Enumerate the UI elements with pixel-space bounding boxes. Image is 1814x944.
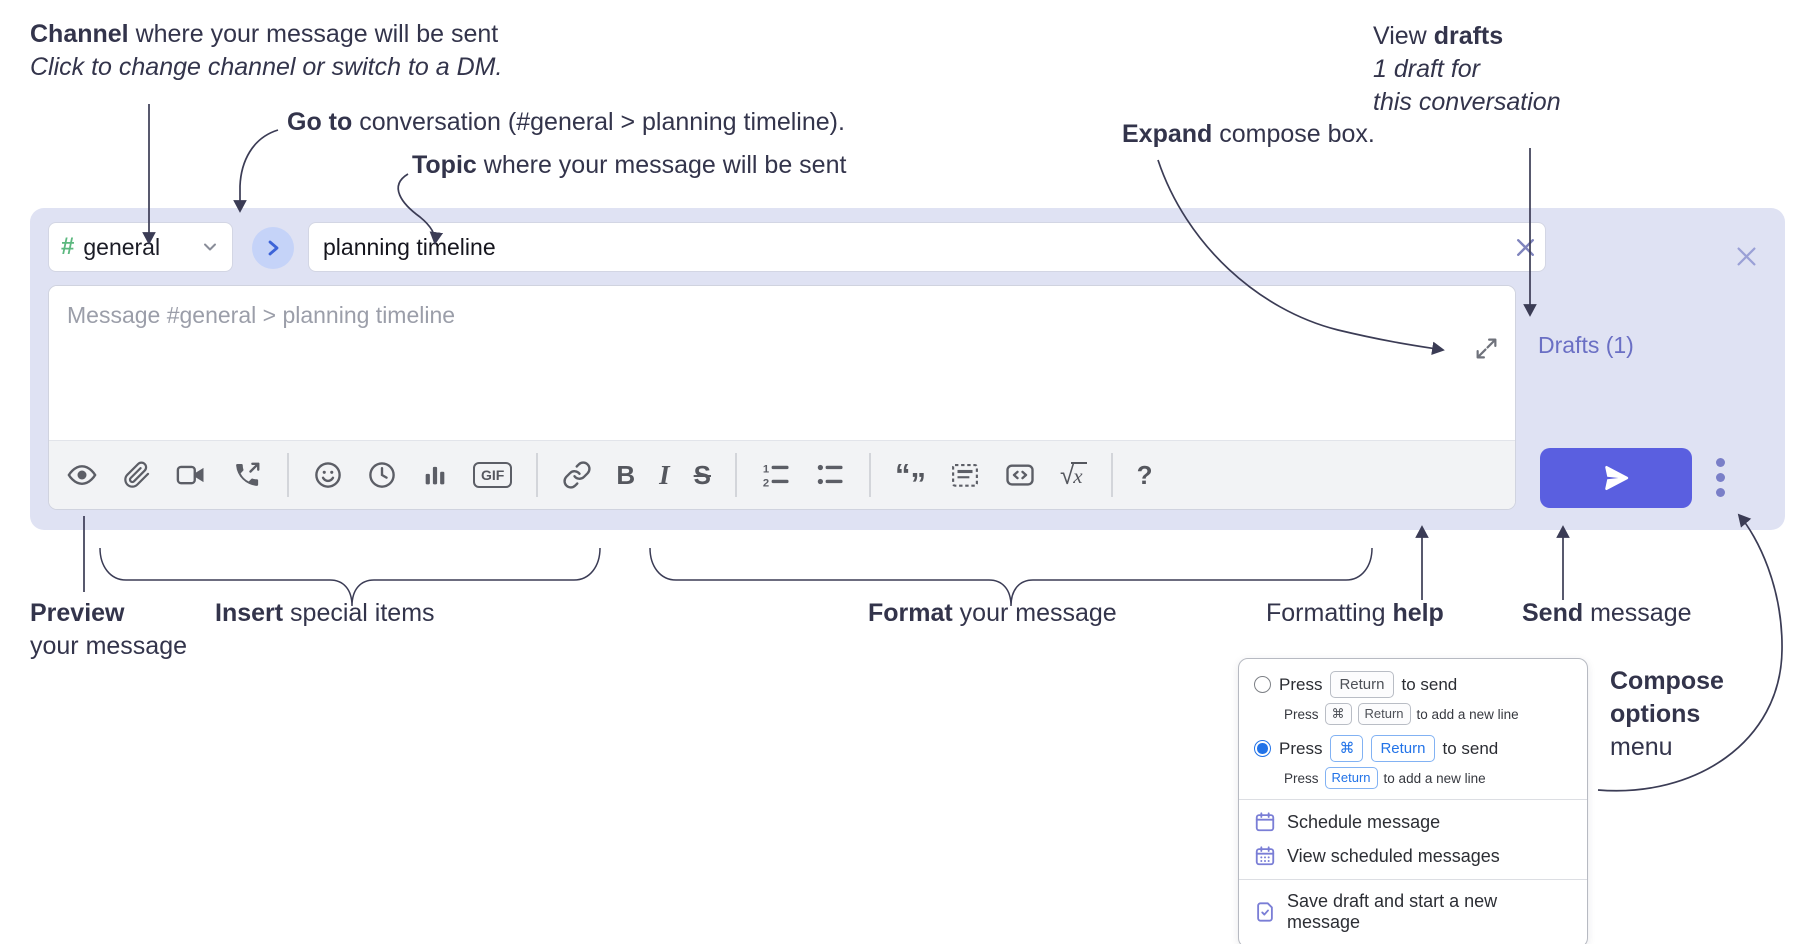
annotation-goto: Go to conversation (#general > planning … <box>287 108 845 136</box>
italic-icon[interactable]: I <box>659 459 670 490</box>
spoiler-icon[interactable] <box>950 453 980 497</box>
annotation-drafts: View drafts 1 draft for this conversatio… <box>1373 20 1561 119</box>
send-shortcut-option-cmd-return-subtext: Press Return to add a new line <box>1284 767 1572 789</box>
message-box: GIF B I S 12 “” <box>48 285 1516 510</box>
annotation-drafts-line2: 1 draft for <box>1373 55 1480 83</box>
channel-name: general <box>83 233 161 260</box>
annotation-format: Format your message <box>868 599 1117 627</box>
radio-selected-icon[interactable] <box>1254 740 1271 757</box>
toolbar-divider <box>868 453 871 497</box>
channel-selector[interactable]: # general <box>48 222 233 272</box>
math-icon[interactable]: √x <box>1060 453 1087 497</box>
compose-box: # general <box>30 208 1785 530</box>
radio-unselected-icon[interactable] <box>1254 676 1271 693</box>
popup-divider <box>1239 879 1587 880</box>
send-button[interactable] <box>1540 448 1692 508</box>
expand-compose-icon[interactable] <box>1474 336 1499 366</box>
close-compose-icon[interactable] <box>1730 240 1762 272</box>
clear-topic-icon[interactable] <box>1505 235 1545 260</box>
poll-icon[interactable] <box>421 453 449 497</box>
attach-file-icon[interactable] <box>123 453 151 497</box>
toolbar-divider <box>287 453 289 497</box>
menu-item-save-draft[interactable]: Save draft and start a new message <box>1254 891 1572 933</box>
return-key: Return <box>1357 703 1411 725</box>
annotation-channel: Channel where your message will be sent … <box>30 18 502 84</box>
go-to-conversation-button[interactable] <box>252 227 294 269</box>
draft-document-icon <box>1254 901 1276 923</box>
return-key: Return <box>1371 735 1435 762</box>
calendar-icon <box>1254 811 1276 833</box>
annotation-expand: Expand compose box. <box>1122 120 1375 148</box>
annotation-drafts-line3: this conversation <box>1373 88 1561 116</box>
link-icon[interactable] <box>562 453 592 497</box>
send-shortcut-option-return-subtext: Press ⌘ Return to add a new line <box>1284 703 1572 725</box>
chevron-down-icon <box>200 237 220 257</box>
toolbar-divider <box>734 453 737 497</box>
preview-icon[interactable] <box>65 453 99 497</box>
message-input[interactable] <box>49 286 1515 441</box>
gif-icon[interactable]: GIF <box>473 453 513 497</box>
svg-text:1: 1 <box>763 463 769 475</box>
toolbar-divider <box>1110 453 1113 497</box>
schedule-time-icon[interactable] <box>367 453 397 497</box>
toolbar-divider <box>536 453 539 497</box>
bold-icon[interactable]: B <box>616 459 636 490</box>
send-shortcut-option-return[interactable]: Press Return to send <box>1254 671 1572 698</box>
cmd-key: ⌘ <box>1330 735 1364 762</box>
goto-pointer-line <box>233 129 279 213</box>
channel-hash-icon: # <box>61 233 75 260</box>
cmd-key: ⌘ <box>1324 703 1352 725</box>
annotation-insert: Insert special items <box>215 599 435 627</box>
compose-options-menu-icon[interactable] <box>1716 458 1725 497</box>
svg-text:2: 2 <box>763 477 769 489</box>
annotation-channel-line1: Channel where your message will be sent <box>30 20 499 48</box>
calendar-dots-icon <box>1254 845 1276 867</box>
video-call-icon[interactable] <box>175 453 207 497</box>
annotation-channel-line2: Click to change channel or switch to a D… <box>30 53 503 81</box>
bulleted-list-icon[interactable] <box>815 453 845 497</box>
chevron-right-icon <box>263 238 283 258</box>
return-key: Return <box>1324 767 1378 789</box>
emoji-icon[interactable] <box>313 453 343 497</box>
annotation-compose-options: Compose options menu <box>1610 667 1724 761</box>
message-area <box>49 286 1515 441</box>
compose-options-popup: Press Return to send Press ⌘ Return to a… <box>1238 658 1588 944</box>
annotation-preview: Preview your message <box>30 599 188 660</box>
annotation-formatting-help: Formatting help <box>1266 599 1444 627</box>
return-key: Return <box>1330 671 1394 698</box>
menu-item-view-scheduled[interactable]: View scheduled messages <box>1254 845 1572 867</box>
send-icon <box>1601 463 1631 493</box>
topic-input[interactable] <box>309 233 1505 261</box>
send-shortcut-option-cmd-return[interactable]: Press ⌘ Return to send <box>1254 735 1572 762</box>
annotation-send: Send message <box>1522 599 1692 627</box>
code-icon[interactable] <box>1004 453 1036 497</box>
drafts-link[interactable]: Drafts (1) <box>1538 332 1634 358</box>
popup-divider <box>1239 799 1587 800</box>
annotation-topic: Topic where your message will be sent <box>412 151 847 179</box>
strikethrough-icon[interactable]: S <box>693 459 711 490</box>
message-formatting-help-icon[interactable]: ? <box>1136 459 1153 490</box>
audio-call-icon[interactable] <box>231 453 263 497</box>
quote-icon[interactable]: “” <box>894 457 926 501</box>
annotation-drafts-line1: View drafts <box>1373 22 1504 50</box>
topic-input-wrapper <box>308 222 1546 272</box>
menu-item-schedule-message[interactable]: Schedule message <box>1254 811 1572 833</box>
